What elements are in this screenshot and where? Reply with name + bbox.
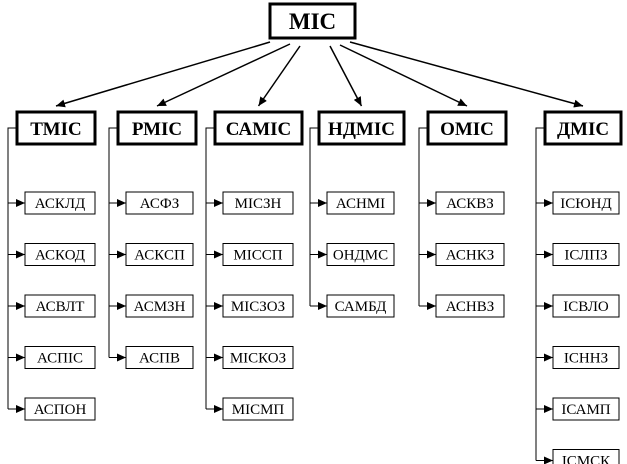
child-label: АСПВ [139, 351, 180, 367]
group-header-label: САМІС [226, 119, 292, 140]
group-header-box [116, 110, 198, 146]
child-box [24, 243, 96, 266]
child-box [125, 191, 194, 215]
root-node: МІС [268, 2, 357, 40]
connector-omis [339, 44, 468, 107]
child-box [24, 346, 96, 369]
connector-rmis [156, 43, 291, 107]
child-box [125, 243, 194, 266]
group-omis: ОМІС АСКВЗ АСНКЗ АСНВЗ [418, 110, 508, 318]
group-header-label: ТМІС [30, 119, 81, 140]
child-box [435, 191, 505, 215]
group-dmis: ДМІС ІСЮНД ІСЛПЗ ІСВЛО ІСННЗ ІСАМП ІСМСК [535, 110, 623, 464]
connector-tmis [55, 41, 271, 108]
child-label: МІСЗОЗ [231, 299, 285, 315]
child-box [552, 397, 620, 421]
child-box [326, 294, 395, 318]
group-samis: САМІС МІСЗН МІССП МІСЗОЗ МІСКОЗ МІСМП [205, 110, 304, 421]
child-box [24, 294, 96, 318]
child-label: ОНДМС [333, 248, 388, 264]
child-label: МІСКОЗ [230, 351, 286, 367]
group-header-box [426, 110, 508, 146]
child-box [222, 243, 294, 266]
child-label: АСКСП [134, 248, 185, 264]
group-header-label: НДМІС [328, 119, 395, 140]
root-label: МІС [289, 9, 336, 34]
child-label: САМБД [335, 299, 387, 315]
group-rmis: РМІС АСФЗ АСКСП АСМЗН АСПВ [108, 110, 198, 369]
child-label: ІСЮНД [560, 196, 611, 212]
child-box [222, 346, 294, 369]
child-label: МІССП [233, 248, 282, 264]
child-label: ІСЛПЗ [564, 248, 607, 264]
child-box [24, 397, 96, 421]
child-box [326, 191, 395, 215]
group-ndmis: НДМІС АСНМІ ОНДМС САМБД [309, 110, 406, 318]
group-trunk [108, 127, 118, 358]
group-trunk [7, 127, 17, 409]
group-trunk [535, 127, 545, 461]
connector-ndmis [329, 45, 363, 107]
child-label: МІСМП [232, 402, 285, 418]
group-tmis: ТМІС АСКЛД АСКОД АСВЛТ АСПІС АСПОН [7, 110, 97, 421]
child-box [24, 191, 96, 215]
connector-dmis [349, 41, 584, 108]
root-connectors [55, 41, 584, 108]
child-label: АСПІС [37, 351, 83, 367]
child-label: АСНКЗ [446, 248, 494, 264]
group-header-label: ДМІС [557, 119, 609, 140]
child-label: ІСАМП [561, 402, 610, 418]
group-trunk [418, 127, 428, 306]
child-label: АСМЗН [134, 299, 186, 315]
group-header-label: ОМІС [440, 119, 494, 140]
child-label: АСПОН [34, 402, 87, 418]
child-box [435, 294, 505, 318]
child-box [552, 191, 620, 215]
child-label: ІСМСК [562, 454, 611, 464]
child-box [435, 243, 505, 266]
child-box [222, 191, 294, 215]
child-label: АСКЛД [35, 196, 86, 212]
group-trunk [205, 127, 215, 409]
child-box [125, 346, 194, 369]
group-header-box [317, 110, 406, 146]
child-label: ІСННЗ [564, 351, 608, 367]
connector-samis [257, 45, 301, 107]
group-header-box [543, 110, 623, 146]
group-header-label: РМІС [132, 119, 182, 140]
child-box [125, 294, 194, 318]
child-label: АСВЛТ [36, 299, 85, 315]
child-label: АСНМІ [336, 196, 385, 212]
child-label: ІСВЛО [563, 299, 609, 315]
child-label: АСФЗ [140, 196, 179, 212]
group-header-box [213, 110, 304, 146]
child-label: АСКОД [35, 248, 85, 264]
groups: ТМІС АСКЛД АСКОД АСВЛТ АСПІС АСПОН РМІС АСФЗ АСК… [7, 110, 623, 464]
child-box [552, 294, 620, 318]
child-box [326, 243, 395, 266]
child-label: АСНВЗ [446, 299, 494, 315]
child-box [222, 397, 294, 421]
child-box [552, 449, 620, 464]
child-box [222, 294, 294, 318]
child-box [552, 346, 620, 369]
group-trunk [309, 127, 319, 306]
child-label: АСКВЗ [446, 196, 494, 212]
child-box [552, 243, 620, 266]
child-label: МІСЗН [235, 196, 282, 212]
